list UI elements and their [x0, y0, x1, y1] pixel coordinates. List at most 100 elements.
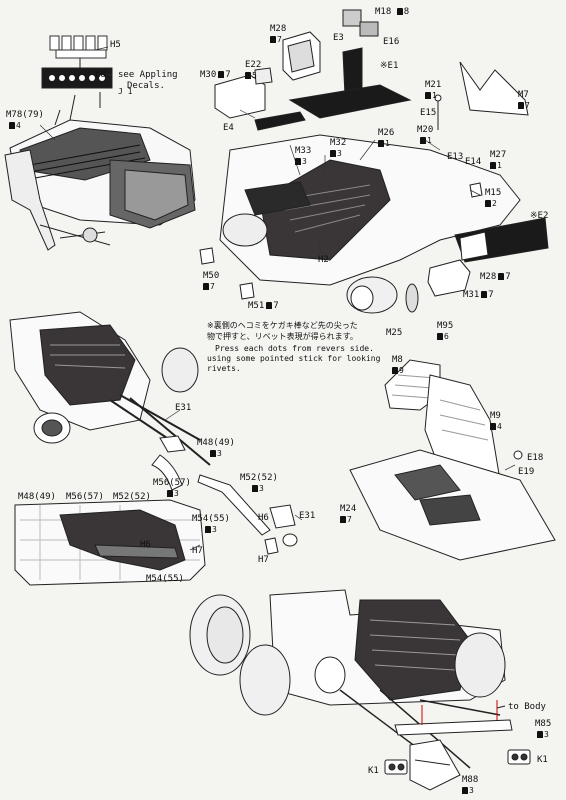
part-label-m56b: M56(57)	[66, 492, 104, 502]
part-label-k1a: K1	[368, 766, 379, 776]
sprue-icon	[420, 137, 426, 144]
rivet-note-en-3: rivets.	[207, 364, 241, 373]
cockpit-seats-drawing	[349, 359, 556, 561]
part-label-m27: M27	[490, 150, 507, 160]
part-label-m48a: M48(49)	[197, 438, 235, 448]
count-m54a: 3	[205, 525, 217, 534]
sprue-icon	[485, 200, 491, 207]
part-label-h6a: H6	[258, 513, 269, 523]
rear-assembly-drawing	[189, 589, 531, 791]
part-label-h6b: H6	[140, 540, 151, 550]
part-label-h7b: H7	[192, 546, 203, 556]
part-label-h7a: H7	[258, 555, 269, 565]
side-view-drawing	[14, 499, 206, 586]
rivet-note-jp-1: ※裏側のヘコミをケガキ棒など先の尖った	[207, 321, 358, 330]
rivet-note-jp-2: 物で押すと、リベット表現が得られます。	[207, 332, 358, 341]
part-label-k1b: K1	[537, 755, 548, 765]
count-m85: 3	[537, 730, 549, 739]
sprue-icon	[266, 302, 273, 309]
count-m32: 3	[330, 149, 342, 158]
sprue-icon	[252, 485, 258, 492]
part-label-e19: E19	[518, 467, 535, 477]
part-label-m18: M18 8	[375, 7, 410, 17]
count-m48a: 3	[210, 449, 222, 458]
part-label-m25: M25	[386, 328, 403, 338]
sprue-icon	[330, 150, 336, 157]
count-m20: 1	[420, 136, 432, 145]
part-label-m95: M95	[437, 321, 454, 331]
sprue-icon	[210, 450, 216, 457]
part-label-m85: M85	[535, 719, 552, 729]
count-m7: 7	[518, 101, 530, 110]
part-label-e13: E13	[447, 152, 464, 162]
sprue-icon	[490, 423, 496, 430]
e8-note: see Appling	[118, 70, 178, 80]
part-label-h2: H2	[318, 255, 329, 265]
sprue-icon	[270, 36, 276, 43]
sprue-icon	[396, 8, 403, 15]
part-label-j1: J 1	[118, 87, 133, 96]
count-m28: 7	[270, 35, 282, 44]
part-label-m50: M50	[203, 271, 220, 281]
part-label-m33: M33	[295, 146, 312, 156]
rivet-note-en-1: Press each dots from revers side.	[215, 344, 374, 353]
part-label-e31b: E31	[299, 511, 316, 521]
count-m27: 1	[490, 161, 502, 170]
sprue-icon	[218, 71, 225, 78]
count-m56a: 3	[167, 489, 179, 498]
count-m15: 2	[485, 199, 497, 208]
part-label-e4: E4	[223, 123, 234, 133]
sprue-icon	[295, 158, 301, 165]
count-m8: 9	[392, 366, 404, 375]
e8-note-2: Decals.	[127, 81, 165, 91]
part-label-m48b: M48(49)	[18, 492, 56, 502]
sprue-icon	[537, 731, 543, 738]
sprue-icon	[245, 72, 251, 79]
part-label-e3: E3	[333, 33, 344, 43]
count-m24: 7	[340, 515, 352, 524]
count-m78: 4	[9, 121, 21, 130]
chassis-top-drawing	[199, 9, 549, 314]
part-label-m28: M28	[270, 24, 287, 34]
count-m50: 7	[203, 282, 215, 291]
sprue-icon	[9, 122, 15, 129]
part-label-m7: M7	[518, 90, 529, 100]
part-label-e18: E18	[527, 453, 544, 463]
part-label-m32: M32	[330, 138, 347, 148]
part-label-m52a: M52(52)	[240, 473, 278, 483]
part-label-m56a: M56(57)	[153, 478, 191, 488]
sprue-icon	[203, 283, 209, 290]
part-label-m24: M24	[340, 504, 357, 514]
sprue-icon	[378, 140, 384, 147]
part-label-m21: M21	[425, 80, 442, 90]
sprue-icon	[462, 787, 468, 794]
count-m88: 3	[462, 786, 474, 795]
part-label-m9: M9	[490, 411, 501, 421]
count-m95: 6	[437, 332, 449, 341]
part-label-e1: ※E1	[380, 61, 399, 71]
count-e22: 5	[245, 71, 257, 80]
engine-gearbox-drawing	[4, 35, 196, 251]
part-label-m88: M88	[462, 775, 479, 785]
count-m9: 4	[490, 422, 502, 431]
part-label-e2: ※E2	[530, 211, 549, 221]
part-label-m20: M20	[417, 125, 434, 135]
rivet-note-en-2: using some pointed stick for looking	[207, 354, 381, 363]
part-label-m8: M8	[392, 355, 403, 365]
count-m52a: 3	[252, 484, 264, 493]
part-label-e22: E22	[245, 60, 262, 70]
sprue-icon	[481, 291, 488, 298]
part-label-h5: H5	[110, 40, 121, 50]
part-label-m15: M15	[485, 188, 502, 198]
part-label-m26: M26	[378, 128, 395, 138]
sprue-icon	[498, 273, 505, 280]
count-m33: 3	[295, 157, 307, 166]
sprue-icon	[167, 490, 173, 497]
count-m21: 1	[425, 91, 437, 100]
